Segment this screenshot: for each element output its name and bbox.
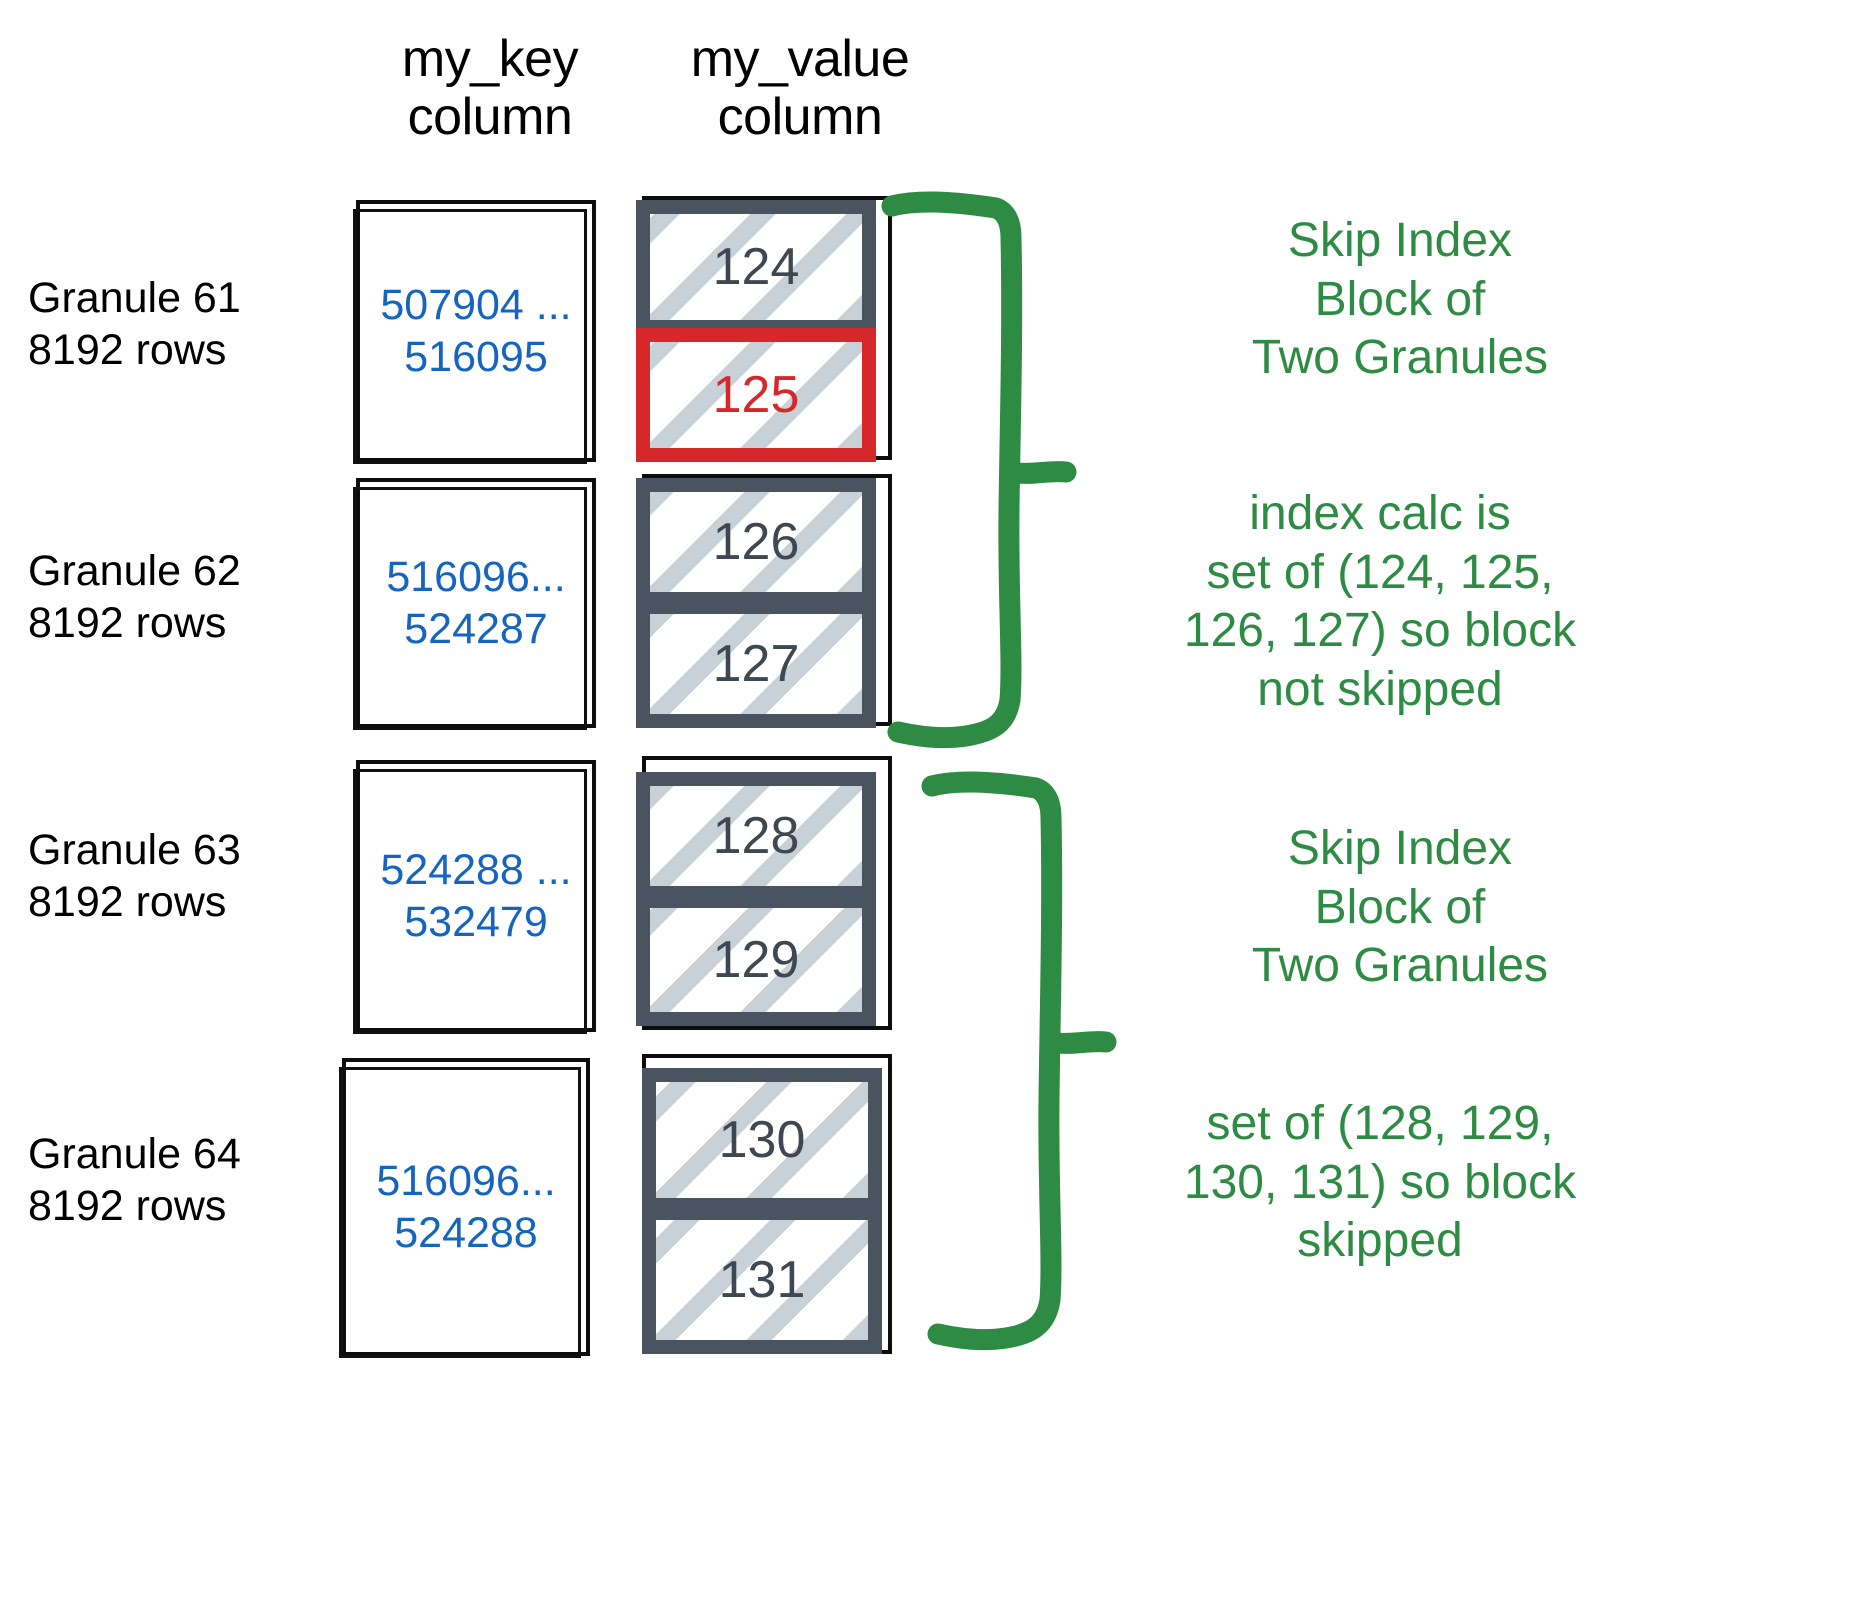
key-range-64: 516096... 524288	[376, 1156, 556, 1257]
annotation-skip-index-block-bottom: Skip Index Block of Two Granules	[1251, 822, 1549, 993]
value-group-granule-61: 124 125	[636, 196, 892, 462]
value-label: 126	[712, 513, 800, 571]
value-cell-131: 131	[642, 1206, 882, 1354]
value-label: 124	[712, 238, 800, 296]
value-cell-127: 127	[636, 600, 876, 728]
granule-label-62: Granule 62 8192 rows	[28, 547, 241, 648]
value-label: 125	[712, 366, 800, 424]
value-label: 127	[712, 635, 800, 693]
granule-label-61: Granule 61 8192 rows	[28, 274, 241, 375]
value-cell-129: 129	[636, 894, 876, 1026]
annotation-skip-index-block-top: Skip Index Block of Two Granules	[1251, 214, 1549, 385]
annotation-index-calc-skipped: set of (128, 129, 130, 131) so block ski…	[1183, 1097, 1577, 1268]
key-range-63: 524288 ... 532479	[380, 845, 572, 946]
value-label: 128	[712, 807, 800, 865]
key-box-granule-63: 524288 ... 532479	[353, 760, 596, 1034]
granule-label-63: Granule 63 8192 rows	[28, 826, 241, 927]
key-range-61: 507904 ... 516095	[380, 280, 572, 381]
my-key-column-header: my_key column	[401, 30, 579, 147]
value-label: 131	[718, 1251, 806, 1309]
my-value-column-header: my_value column	[690, 30, 910, 147]
annotation-index-calc-not-skipped: index calc is set of (124, 125, 126, 127…	[1183, 487, 1577, 716]
value-label: 130	[718, 1111, 806, 1169]
value-group-granule-62: 126 127	[636, 474, 892, 728]
value-cell-124: 124	[636, 200, 876, 334]
skip-index-bracket-top	[881, 191, 1077, 749]
value-label: 129	[712, 931, 800, 989]
value-cell-126: 126	[636, 478, 876, 606]
value-group-granule-64: 130 131	[636, 1054, 892, 1356]
key-box-granule-64: 516096... 524288	[339, 1058, 590, 1358]
key-box-granule-62: 516096... 524287	[353, 478, 596, 730]
value-cell-125-highlighted: 125	[636, 328, 876, 462]
value-cell-130: 130	[642, 1068, 882, 1212]
value-group-granule-63: 128 129	[636, 756, 892, 1032]
key-box-granule-61: 507904 ... 516095	[353, 200, 596, 464]
granule-label-64: Granule 64 8192 rows	[28, 1130, 241, 1231]
value-cell-128: 128	[636, 772, 876, 900]
key-range-62: 516096... 524287	[386, 552, 566, 653]
